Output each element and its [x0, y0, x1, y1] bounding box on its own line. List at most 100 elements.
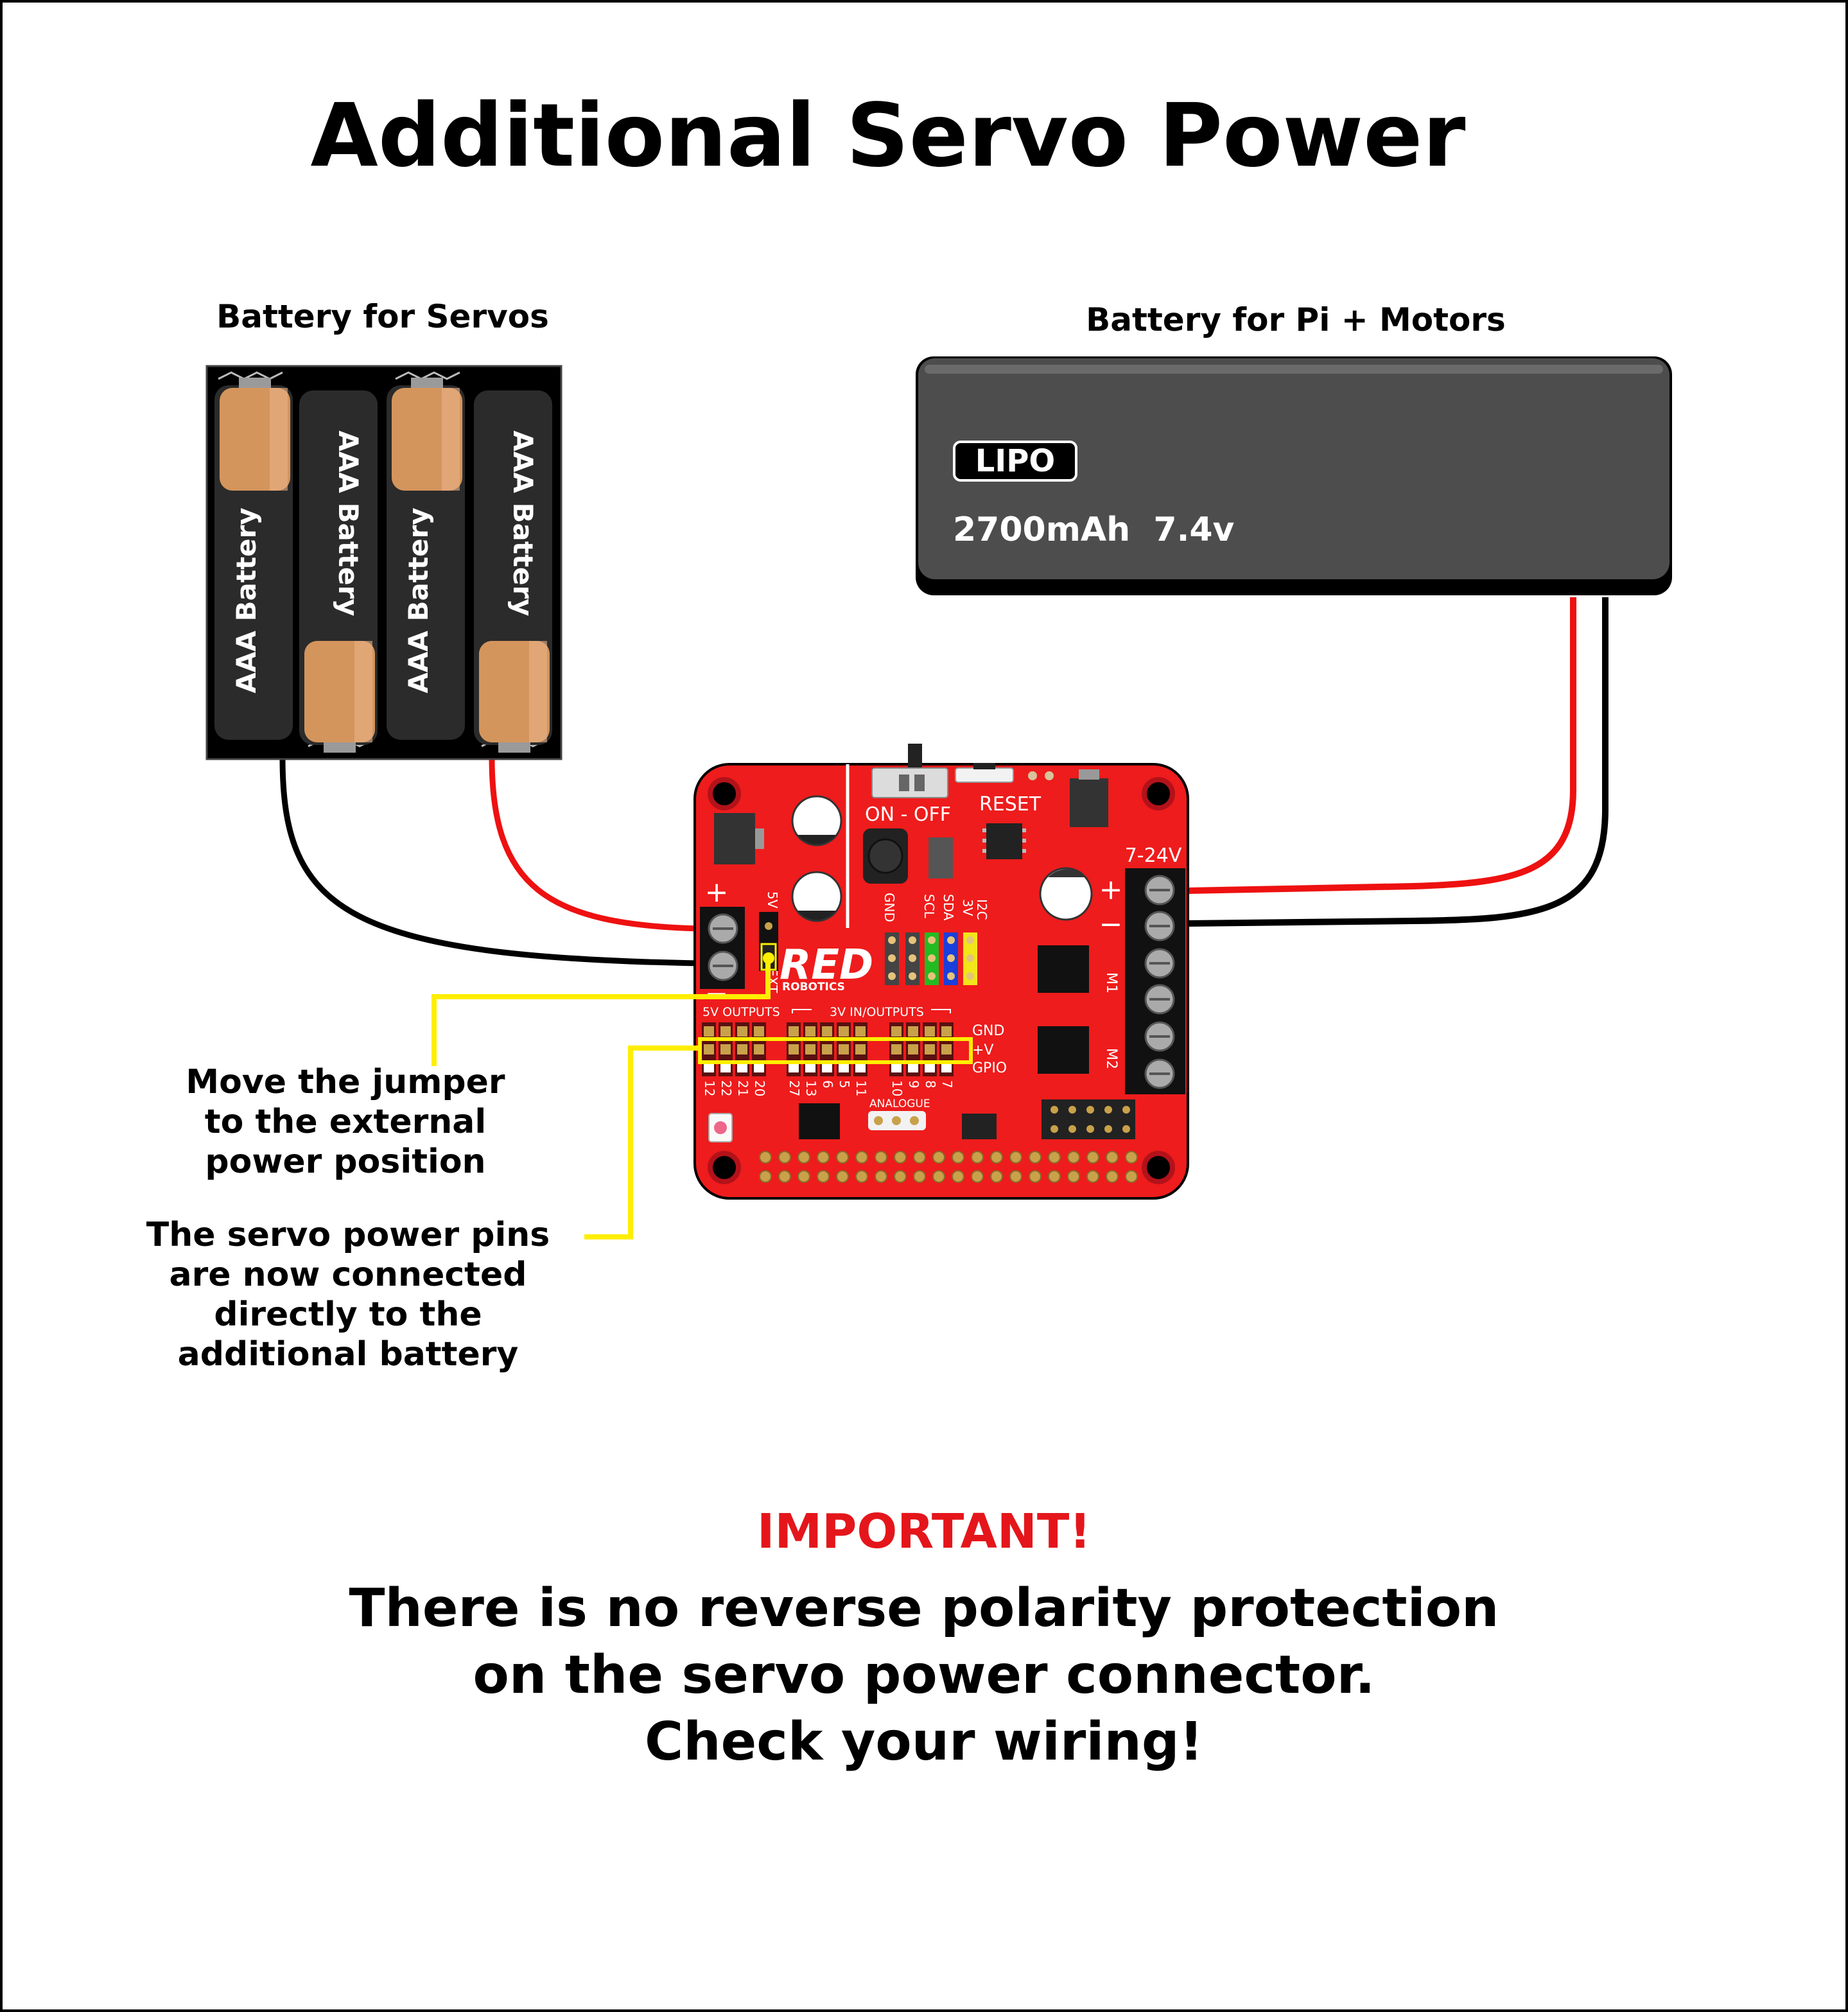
lipo-spec: 2700mAh 7.4v — [953, 511, 1234, 549]
battery-cell-2: AAA Battery — [299, 390, 378, 753]
servo-pin-column[interactable] — [820, 1022, 834, 1076]
motor-driver-chip — [1038, 1026, 1089, 1074]
servo-battery-black-wire — [279, 757, 701, 967]
analogue-label: ANALOGUE — [869, 1098, 930, 1110]
battery-cell-1: AAA Battery — [214, 378, 293, 740]
analogue-header — [868, 1111, 926, 1130]
jumper-5v-label: 5V — [765, 891, 780, 909]
pins-callout-line — [584, 1045, 700, 1239]
battery-cell-4: AAA Battery — [474, 390, 552, 753]
pin-number-label: 11 — [853, 1080, 869, 1096]
gpio-pad — [1029, 1151, 1042, 1164]
gpio-pad — [990, 1151, 1003, 1164]
gpio-pad — [1086, 1151, 1099, 1164]
battery-cell-label: AAA Battery — [403, 507, 434, 693]
i2c-label-sda: SDA — [941, 894, 956, 921]
servo-pin-column[interactable] — [752, 1022, 766, 1076]
servo-pin-column[interactable] — [906, 1022, 920, 1076]
gpio-pad — [855, 1170, 868, 1183]
gpio-pad — [894, 1151, 907, 1164]
gpio-pad — [1106, 1151, 1119, 1164]
servo-pin-column[interactable] — [787, 1022, 801, 1076]
servo-battery-red-wire — [489, 757, 701, 932]
warning-line-1: There is no reverse polarity protection — [349, 1578, 1499, 1639]
battery-cell-label: AAA Battery — [507, 430, 539, 616]
lipo-badge-text: LIPO — [975, 443, 1055, 479]
gpio-pad — [1067, 1170, 1080, 1183]
pin-number-label: 12 — [702, 1080, 717, 1096]
gpio-pad — [1048, 1151, 1061, 1164]
servo-pin-column[interactable] — [702, 1022, 716, 1076]
servo-pin-column[interactable] — [837, 1022, 851, 1076]
servo-pin-column[interactable] — [939, 1022, 954, 1076]
red-robotics-board: ON - OFF RESET — [693, 744, 1189, 1200]
power-switch[interactable] — [871, 744, 948, 798]
power-motor-terminal[interactable] — [1125, 868, 1185, 1094]
pin-number-label: 22 — [719, 1080, 734, 1096]
page-title: Additional Servo Power — [311, 85, 1466, 187]
gpio-pad — [1029, 1170, 1042, 1183]
servo-pin-column[interactable] — [719, 1022, 733, 1076]
gpio-pad — [932, 1170, 945, 1183]
i2c-header — [885, 932, 977, 985]
gpio-pad — [875, 1151, 887, 1164]
servo-pin-column[interactable] — [803, 1022, 817, 1076]
jumper-callout-line-2: to the external — [205, 1103, 486, 1141]
i2c-label-i2c: I2C — [974, 899, 989, 920]
mounting-holes — [708, 777, 1175, 1184]
warning-line-3: Check your wiring! — [645, 1711, 1203, 1772]
battery-cell-label: AAA Battery — [231, 507, 262, 693]
i2c-label-gnd: GND — [882, 893, 897, 922]
capacitor — [1039, 867, 1093, 921]
header-5v-outputs: 5V OUTPUTS — [702, 1005, 780, 1019]
pin-number-label: 20 — [752, 1080, 767, 1096]
servo-pin-column[interactable] — [853, 1022, 867, 1076]
gpio-pad — [875, 1170, 887, 1183]
reset-button[interactable] — [955, 763, 1014, 783]
pin-number-label: 5 — [837, 1080, 852, 1089]
gpio-pad — [1009, 1151, 1022, 1164]
lipo-red-wire — [1187, 597, 1576, 894]
lipo-badge — [953, 441, 1077, 482]
gpio-pad — [798, 1151, 810, 1164]
gpio-pad — [759, 1151, 772, 1164]
gpio-pad — [1086, 1170, 1099, 1183]
gpio-pad — [759, 1170, 772, 1183]
switch-label: ON - OFF — [865, 803, 951, 826]
gpio-pad — [855, 1151, 868, 1164]
row-label-gnd: GND — [972, 1023, 1004, 1039]
battery-cell-3: AAA Battery — [387, 378, 465, 740]
jumper-callout: Move the jumper to the external power po… — [186, 1063, 505, 1181]
servo-pin-column[interactable] — [735, 1022, 749, 1076]
jumper-callout-line — [431, 961, 771, 1066]
pin-number-label: 13 — [803, 1080, 819, 1096]
pins-callout-line-3: directly to the — [214, 1295, 482, 1334]
i2c-label-3v: 3V — [960, 899, 975, 916]
gpio-pad — [913, 1151, 926, 1164]
servo-power-pins-highlight — [698, 1037, 973, 1064]
servo-pin-column[interactable] — [889, 1022, 903, 1076]
gpio-pad — [778, 1151, 791, 1164]
gpio-pad — [913, 1170, 926, 1183]
pin-number-label: 27 — [787, 1080, 802, 1096]
gpio-pad — [1125, 1151, 1138, 1164]
pins-callout: The servo power pins are now connected d… — [146, 1216, 550, 1374]
aux-header — [1042, 1099, 1135, 1139]
pin-number-label: 21 — [735, 1080, 751, 1096]
servo-power-terminal[interactable] — [700, 907, 745, 989]
servo-pin-column[interactable] — [923, 1022, 937, 1076]
power-plus-label: + — [1099, 873, 1123, 906]
gpio-pad — [836, 1151, 849, 1164]
row-label-v: +V — [972, 1042, 993, 1058]
lipo-battery-label: Battery for Pi + Motors — [1086, 301, 1506, 338]
gpio-pad — [1009, 1170, 1022, 1183]
gpio-pad — [1106, 1170, 1119, 1183]
servo-battery-label: Battery for Servos — [216, 298, 549, 335]
battery-cell-label: AAA Battery — [333, 430, 364, 616]
pin-number-label: 6 — [820, 1080, 835, 1089]
gpio-pad — [1067, 1151, 1080, 1164]
jumper-callout-line-1: Move the jumper — [186, 1063, 505, 1101]
servo-battery-pack: AAA Battery AAA Battery AAA Battery AAA … — [205, 365, 562, 760]
jumper-callout-line-3: power position — [205, 1142, 485, 1181]
gpio-pad — [971, 1151, 984, 1164]
